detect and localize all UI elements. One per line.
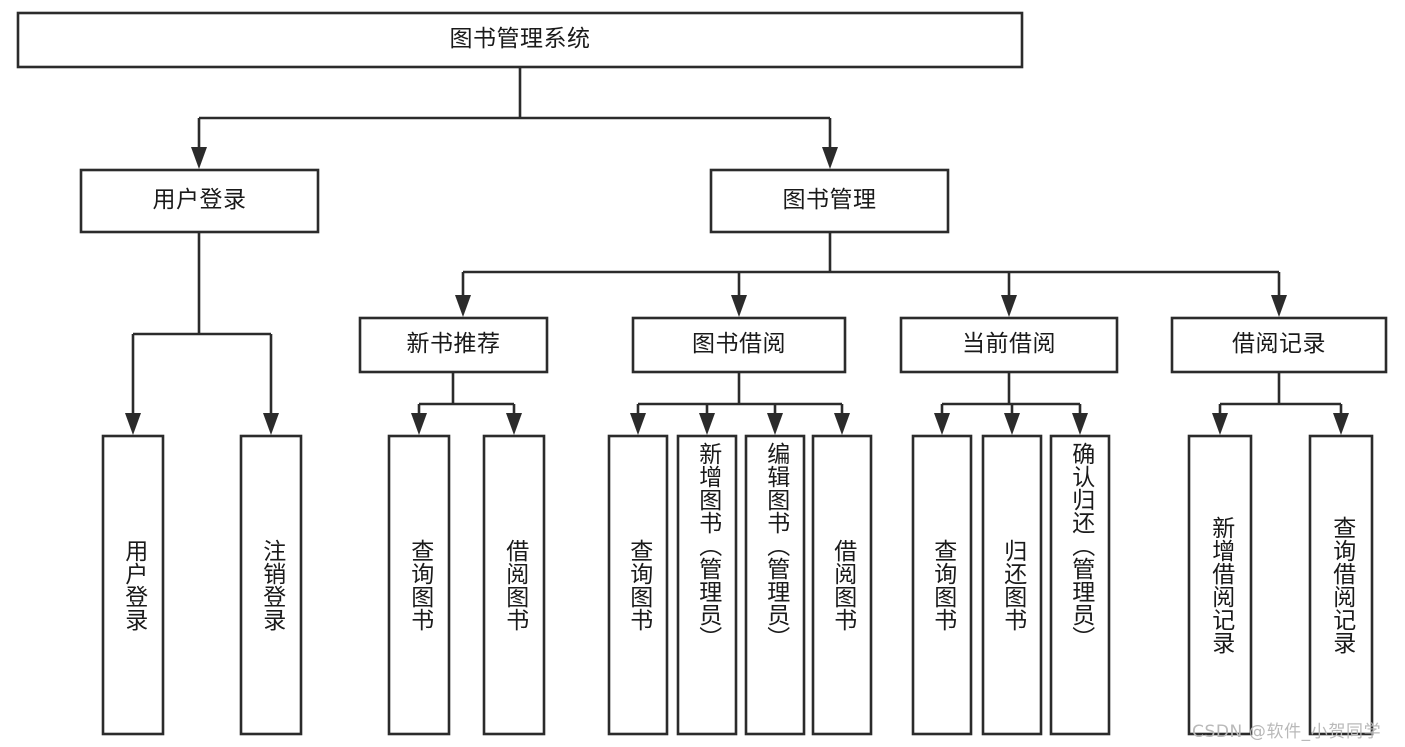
node-label-new-book-recommend: 新书推荐 xyxy=(406,331,501,358)
arrowhead-leaf-borrow-book-2 xyxy=(834,413,850,435)
node-label-leaf-query-record: 查询借阅记录 xyxy=(1328,516,1355,654)
node-box-leaf-borrow-book-2[interactable] xyxy=(811,434,873,736)
node-label-leaf-add-record: 新增借阅记录 xyxy=(1207,516,1234,654)
arrowhead-leaf-return-book xyxy=(1004,413,1020,435)
arrowhead-book-borrow xyxy=(731,295,747,317)
node-label-book-borrow: 图书借阅 xyxy=(692,331,786,358)
node-box-leaf-query-book-3[interactable] xyxy=(911,434,973,736)
node-box-leaf-add-book[interactable] xyxy=(676,434,738,736)
node-box-leaf-query-record[interactable] xyxy=(1308,434,1374,736)
node-box-current-borrow[interactable] xyxy=(899,316,1119,374)
node-label-leaf-confirm-return: 确认归还（管理员） xyxy=(1067,442,1094,649)
arrowhead-leaf-borrow-book-1 xyxy=(506,413,522,435)
node-label-leaf-return-book: 归还图书 xyxy=(999,539,1026,631)
node-box-leaf-user-login[interactable] xyxy=(101,434,165,736)
arrowhead-borrow-record xyxy=(1271,295,1287,317)
node-label-leaf-query-book-1: 查询图书 xyxy=(406,539,433,631)
node-box-user-login[interactable] xyxy=(79,168,320,234)
node-box-leaf-return-book[interactable] xyxy=(981,434,1043,736)
arrowhead-leaf-query-book-2 xyxy=(630,413,646,435)
arrowhead-new-book-recommend xyxy=(455,295,471,317)
node-label-leaf-add-book: 新增图书（管理员） xyxy=(694,442,721,649)
arrowhead-leaf-add-book xyxy=(699,413,715,435)
node-label-root: 图书管理系统 xyxy=(449,26,591,53)
arrowhead-leaf-query-book-3 xyxy=(934,413,950,435)
node-box-new-book-recommend[interactable] xyxy=(358,316,549,374)
csdn-watermark: CSDN @软件_小贺同学 xyxy=(1192,722,1382,742)
node-box-leaf-query-book-1[interactable] xyxy=(387,434,451,736)
node-box-root[interactable] xyxy=(16,11,1024,69)
arrowhead-leaf-edit-book xyxy=(767,413,783,435)
node-label-leaf-query-book-3: 查询图书 xyxy=(929,539,956,631)
arrowhead-current-borrow xyxy=(1001,295,1017,317)
node-box-leaf-logout[interactable] xyxy=(239,434,303,736)
arrowhead-leaf-confirm-return xyxy=(1072,413,1088,435)
arrowhead-leaf-query-book-1 xyxy=(411,413,427,435)
node-box-leaf-add-record[interactable] xyxy=(1187,434,1253,736)
node-label-leaf-query-book-2: 查询图书 xyxy=(625,539,652,631)
node-label-leaf-logout: 注销登录 xyxy=(258,539,285,631)
arrowhead-book-management xyxy=(822,147,838,169)
node-label-borrow-record: 借阅记录 xyxy=(1232,331,1326,358)
node-box-leaf-edit-book[interactable] xyxy=(744,434,806,736)
node-label-leaf-user-login: 用户登录 xyxy=(120,539,147,631)
node-label-leaf-borrow-book-1: 借阅图书 xyxy=(501,539,528,631)
node-label-user-login: 用户登录 xyxy=(152,187,247,214)
node-label-leaf-borrow-book-2: 借阅图书 xyxy=(829,539,856,631)
node-box-leaf-confirm-return[interactable] xyxy=(1049,434,1111,736)
node-label-book-management: 图书管理 xyxy=(782,187,877,214)
arrowhead-user-login xyxy=(191,147,207,169)
node-box-leaf-borrow-book-1[interactable] xyxy=(482,434,546,736)
arrowhead-leaf-user-login xyxy=(125,413,141,435)
arrowhead-leaf-logout xyxy=(263,413,279,435)
node-label-leaf-edit-book: 编辑图书（管理员） xyxy=(762,442,789,649)
arrowhead-leaf-add-record xyxy=(1212,413,1228,435)
arrowhead-leaf-query-record xyxy=(1333,413,1349,435)
node-box-leaf-query-book-2[interactable] xyxy=(607,434,669,736)
node-label-current-borrow: 当前借阅 xyxy=(962,331,1056,358)
